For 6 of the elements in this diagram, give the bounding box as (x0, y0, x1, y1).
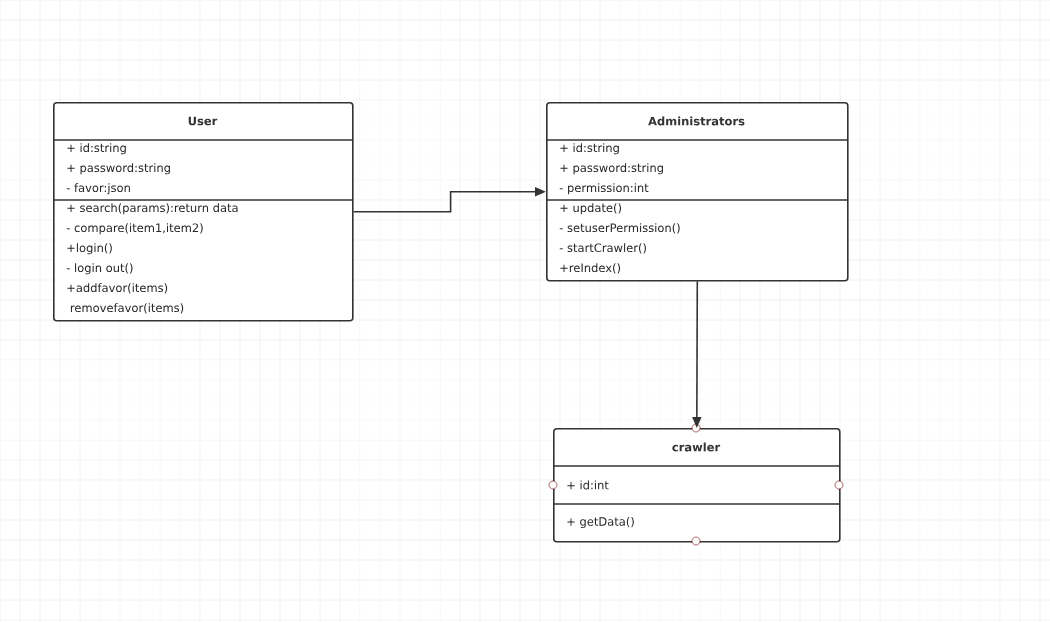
method-list: + update() - setuserPermission() - startCrawler() +reIndex() (559, 203, 680, 274)
attribute-list: + id:int (567, 480, 609, 490)
method-list: + search(params):return data - compare(item1,item2) +login() - login out() +addfavor(items) removefavor(items) (66, 203, 238, 314)
attribute-list: + id:string + password:string - favor:json (66, 143, 170, 195)
method-list: + getData() (567, 516, 634, 529)
attribute-list: + id:string + password:string - permission:int (559, 143, 663, 195)
